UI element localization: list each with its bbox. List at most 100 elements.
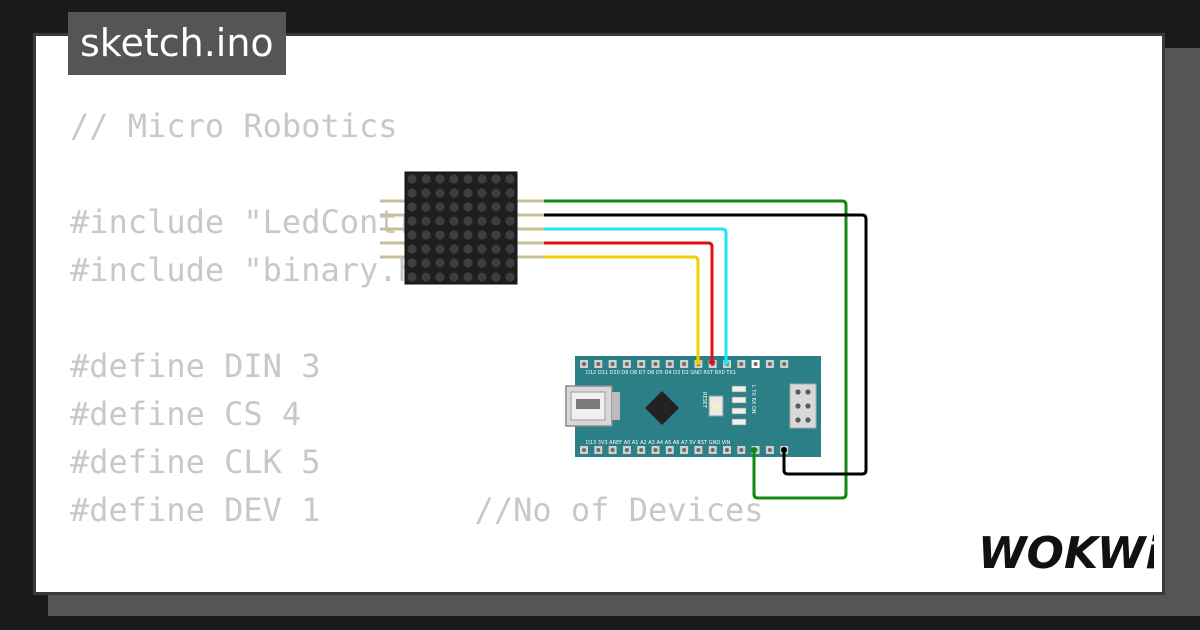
board-pin-hole — [667, 448, 672, 452]
matrix-led — [477, 230, 487, 240]
matrix-right-pins — [516, 199, 544, 259]
matrix-led — [491, 244, 501, 254]
matrix-led — [407, 230, 417, 240]
top-pin-header — [580, 360, 789, 368]
matrix-led — [449, 258, 459, 268]
matrix-led — [421, 244, 431, 254]
board-pin-hole — [710, 448, 715, 452]
matrix-led — [449, 188, 459, 198]
matrix-led — [407, 174, 417, 184]
matrix-led — [477, 174, 487, 184]
code-line: #include "binary.h" — [70, 251, 437, 289]
matrix-led — [449, 272, 459, 282]
matrix-led — [463, 258, 473, 268]
matrix-led — [449, 230, 459, 240]
matrix-led — [477, 216, 487, 226]
matrix-led — [407, 202, 417, 212]
matrix-led — [505, 230, 515, 240]
matrix-left-pins — [380, 199, 406, 259]
board-pin-hole — [624, 362, 629, 366]
board-pin-hole — [610, 362, 615, 366]
wires — [544, 199, 868, 500]
matrix-led — [477, 244, 487, 254]
matrix-led — [463, 272, 473, 282]
wire-din[interactable] — [544, 227, 728, 362]
board-pin-hole — [624, 448, 629, 452]
wokwi-logo-text: WOKWi — [978, 528, 1154, 576]
matrix-led — [435, 174, 445, 184]
matrix-led — [435, 258, 445, 268]
matrix-led — [435, 230, 445, 240]
board-pin-hole — [639, 362, 644, 366]
matrix-led — [463, 202, 473, 212]
matrix-led — [463, 174, 473, 184]
board-pin-hole — [725, 448, 729, 452]
matrix-led — [491, 188, 501, 198]
matrix-led — [435, 272, 445, 282]
matrix-led — [491, 258, 501, 268]
matrix-led — [477, 258, 487, 268]
matrix-led — [463, 230, 473, 240]
project-card[interactable]: // Micro Robotics#include "LedControl.h"… — [33, 33, 1165, 595]
matrix-led — [491, 202, 501, 212]
matrix-led — [491, 216, 501, 226]
led-labels: L TX RX ON — [750, 385, 756, 414]
wire-cs[interactable] — [544, 241, 714, 362]
usb-connector — [565, 385, 620, 427]
bottom-pin-labels: D13 3V3 AREF A0 A1 A2 A3 A4 A5 A6 A7 5V … — [586, 440, 731, 446]
reset-button[interactable]: RESET — [701, 392, 724, 417]
matrix-led — [421, 202, 431, 212]
matrix-led — [505, 216, 515, 226]
microcontroller-chip — [645, 391, 679, 425]
matrix-led — [463, 244, 473, 254]
board-pin-hole — [767, 448, 772, 452]
board-pin-hole — [653, 448, 658, 452]
top-pin-labels: D12 D11 D10 D9 D8 D7 D6 D5 D4 D3 D2 GND … — [586, 370, 736, 376]
matrix-led — [449, 216, 459, 226]
matrix-led — [421, 188, 431, 198]
matrix-led — [407, 258, 417, 268]
matrix-led — [491, 230, 501, 240]
board-pin-hole — [767, 362, 772, 366]
matrix-led — [435, 216, 445, 226]
matrix-led — [421, 258, 431, 268]
wire-gnd[interactable] — [544, 213, 868, 476]
board-pin-hole — [782, 362, 787, 366]
icsp-header — [789, 383, 817, 429]
wokwi-logo: WOKWi — [978, 528, 1154, 576]
matrix-led — [505, 174, 515, 184]
matrix-led — [435, 188, 445, 198]
matrix-led — [407, 188, 417, 198]
code-line: #define CLK 5 — [70, 443, 321, 481]
wire-vcc[interactable] — [544, 199, 848, 500]
code-line: // Micro Robotics — [70, 107, 398, 145]
board-pin-hole — [667, 362, 672, 366]
board-pin-hole — [739, 362, 744, 366]
board-pin-hole — [582, 362, 586, 366]
board-pin-hole — [610, 448, 615, 452]
matrix-led — [491, 272, 501, 282]
matrix-led — [449, 174, 459, 184]
arduino-nano-board[interactable]: D12 D11 D10 D9 D8 D7 D6 D5 D4 D3 D2 GND … — [565, 356, 821, 457]
status-leds: L TX RX ON — [731, 385, 756, 426]
filename-tab[interactable]: sketch.ino — [68, 12, 286, 75]
matrix-led — [505, 188, 515, 198]
matrix-led — [449, 202, 459, 212]
matrix-led — [491, 174, 501, 184]
matrix-led — [463, 188, 473, 198]
code-line: #define CS 4 — [70, 395, 302, 433]
matrix-led — [449, 244, 459, 254]
matrix-led — [477, 188, 487, 198]
wire-clk[interactable] — [544, 255, 700, 362]
matrix-led — [421, 216, 431, 226]
code-line: #define DIN 3 — [70, 347, 321, 385]
matrix-led — [435, 244, 445, 254]
board-pin-hole — [653, 362, 658, 366]
matrix-led — [505, 258, 515, 268]
matrix-led — [505, 244, 515, 254]
board-pin-hole — [596, 448, 601, 452]
led-matrix[interactable] — [404, 171, 518, 285]
code-line: #define DEV 1 //No of Devices — [70, 491, 764, 529]
board-pin-hole — [639, 448, 644, 452]
